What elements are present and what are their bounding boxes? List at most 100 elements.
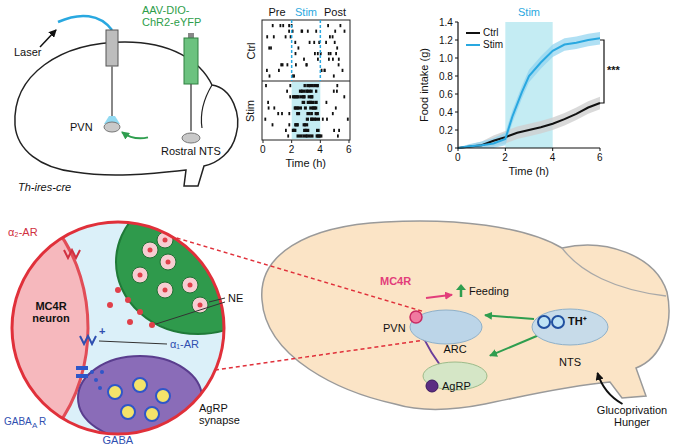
ne-vesicle (198, 303, 203, 308)
raster-separator (262, 81, 350, 82)
tick-label: 2 (502, 152, 508, 163)
raster-tick (327, 24, 329, 27)
raster-tick (268, 106, 270, 109)
synapse-zoom-illustration (0, 188, 280, 448)
tick-label: 1.4 (439, 17, 453, 28)
raster-tick (301, 30, 303, 33)
raster-tick (338, 63, 340, 66)
tick-label: 0 (455, 152, 461, 163)
raster-tick (328, 58, 330, 61)
gaba-vesicle (133, 378, 147, 392)
virus-syringe (184, 38, 198, 84)
cell-body: TH⁺ (534, 310, 606, 334)
node-label: TH⁺ (568, 315, 587, 327)
brain-nucleus: NTSTH⁺ (528, 305, 612, 373)
outcome-label-shape (452, 284, 468, 298)
node-label: AgRP synapse (199, 402, 247, 426)
tick-label: 0.6 (439, 89, 453, 100)
ne-vesicle (132, 267, 148, 283)
synapse-zoom-illustration (78, 356, 202, 440)
tick-label: 4 (550, 152, 556, 163)
optic-fiber (111, 66, 113, 116)
raster-tick (266, 69, 268, 72)
raster-tick (303, 129, 307, 132)
cell-body-shape (426, 380, 438, 392)
raster-tick (342, 69, 344, 72)
virus-syringe (184, 33, 198, 131)
raster-tick (336, 46, 338, 49)
outcome-label-shape (456, 284, 466, 290)
region-marker: PVN (70, 119, 122, 135)
ne-vesicle (192, 297, 208, 313)
raster-tick (273, 35, 275, 38)
raster-tick (334, 30, 336, 33)
raster-tick (273, 106, 275, 109)
raster-tick (282, 63, 284, 66)
raster-tick (338, 58, 340, 61)
raster-tick (333, 129, 335, 132)
virus-syringe (190, 84, 192, 131)
gaba-molecule (90, 370, 94, 374)
axis-tick (600, 148, 601, 151)
gaba-vesicle (108, 385, 122, 399)
raster-tick (306, 118, 309, 121)
cell-body-shape (552, 316, 564, 328)
raster-tick (332, 58, 334, 61)
tick-label: 0 (260, 144, 266, 155)
raster-tick (315, 90, 317, 93)
node-label: Feeding (469, 285, 509, 297)
legend-line-sample (466, 44, 480, 46)
transmitter-label: GABA (103, 434, 134, 446)
raster-tick (324, 69, 326, 72)
raster-tick (282, 24, 284, 27)
zoom-lines (215, 340, 425, 370)
alpha2-receptor (64, 250, 80, 258)
raster-tick (306, 134, 308, 137)
epoch-label: Post (324, 6, 346, 18)
gaba-a-receptor (76, 366, 88, 378)
ne-vesicle (142, 242, 158, 258)
raster-tick (278, 69, 280, 72)
raster-tick (344, 30, 346, 33)
raster-tick (322, 118, 324, 121)
gaba-molecule (90, 370, 104, 390)
gaba-molecule (98, 386, 102, 390)
raster-tick (338, 129, 340, 132)
raster-tick (313, 106, 318, 109)
raster-tick (297, 134, 303, 137)
gaba-vesicle (108, 378, 170, 421)
raster-tick (295, 63, 297, 66)
significance-mark: *** (607, 64, 620, 76)
ne-vesicle (188, 283, 193, 288)
raster-tick (286, 90, 288, 93)
outcome-label: Feeding (452, 284, 511, 298)
raster-tick (295, 106, 297, 109)
axis-tick (455, 112, 458, 113)
ne-vesicle (132, 232, 208, 313)
tick-label: 2 (289, 144, 295, 155)
gaba-vesicle (145, 407, 159, 421)
region-marker: Rostral NTS (148, 132, 234, 160)
axis-tick (455, 22, 458, 23)
synapse-zoom-illustration (116, 190, 280, 334)
brain-top-illustration (15, 42, 238, 186)
plots (262, 20, 604, 151)
raster-tick (272, 24, 274, 27)
raster-tick (264, 118, 266, 121)
axis-tick (552, 148, 553, 151)
raster-tick (316, 112, 319, 115)
synapse-zoom-illustration (12, 222, 224, 434)
brain-sagittal-illustration (562, 248, 666, 296)
stim-onset-line (291, 20, 293, 81)
gaba-vesicle (156, 389, 170, 403)
raster-tick (329, 35, 331, 38)
raster-tick (310, 118, 316, 121)
raster-tick (304, 106, 307, 109)
axis-title: Time (h) (286, 157, 327, 169)
raster-tick (310, 90, 313, 93)
brain-sagittal-illustration (262, 221, 669, 409)
raster-tick (302, 101, 306, 104)
leader-line (99, 298, 225, 344)
raster-tick (343, 95, 345, 98)
